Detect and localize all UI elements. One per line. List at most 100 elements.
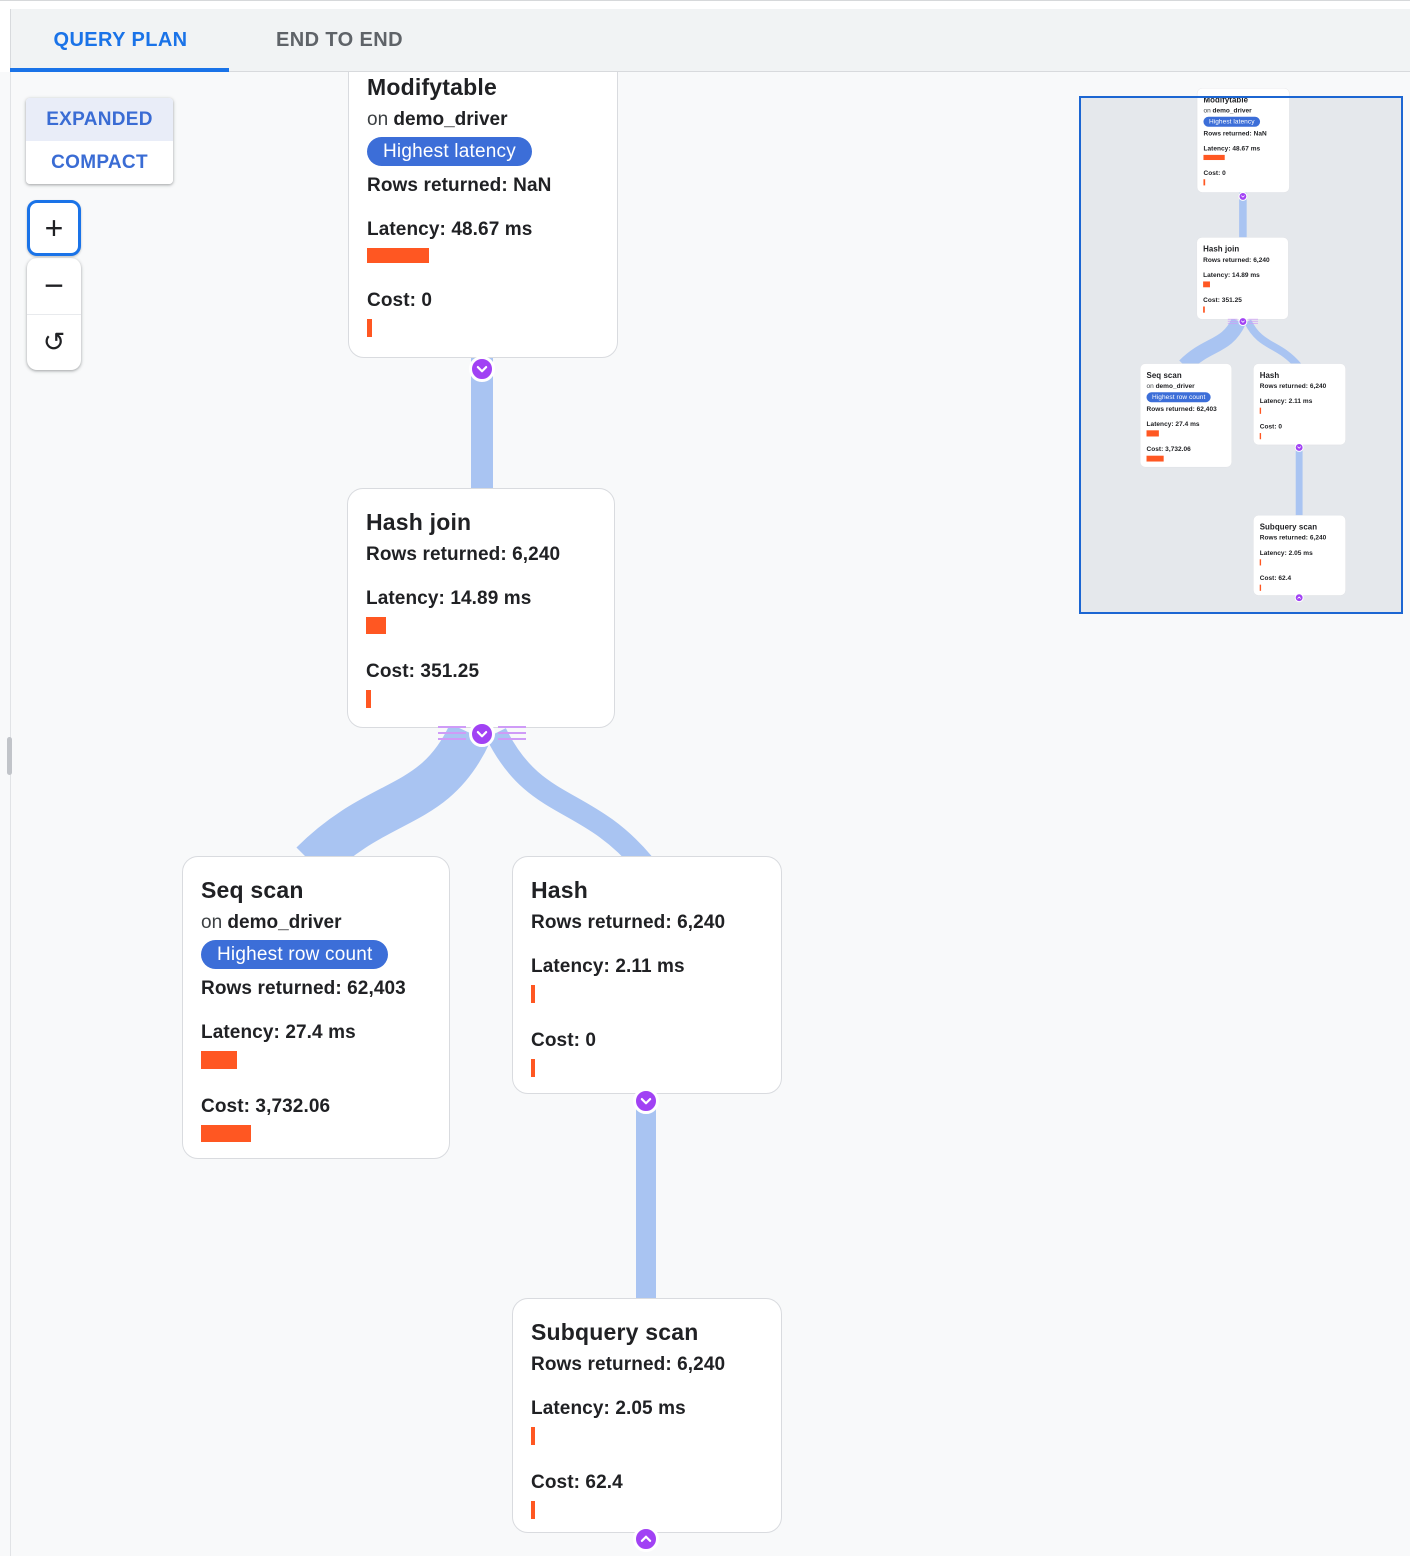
tab-query-plan[interactable]: QUERY PLAN: [53, 28, 188, 51]
latency-label: Latency: 27.4 ms: [201, 1022, 356, 1043]
mini-node-title: Hash join: [1203, 244, 1240, 254]
query-plan-diagram: Modifytable on demo_driver Highest laten…: [182, 72, 782, 1553]
mini-collapse-toggle-hash: [1294, 443, 1304, 452]
latency-bar: [201, 1051, 237, 1069]
reset-icon: ↺: [42, 327, 66, 358]
mini-node-table-line: on demo_driver: [1203, 107, 1283, 115]
mini-connector-lines-left: [1227, 318, 1238, 325]
mini-highest-row-count-badge: Highest row count: [1146, 392, 1211, 403]
collapse-toggle-hash-join[interactable]: [469, 721, 495, 747]
zoom-out-button[interactable]: −: [27, 258, 81, 315]
zoom-in-button[interactable]: +: [27, 200, 81, 256]
mini-latency-label: Latency: 2.11 ms: [1259, 397, 1313, 405]
plan-node-subquery-scan[interactable]: Subquery scan Rows returned: 6,240 Laten…: [512, 1298, 782, 1533]
plan-node-hash[interactable]: Hash Rows returned: 6,240 Latency: 2.11 …: [512, 856, 782, 1094]
on-prefix: on: [367, 109, 389, 130]
latency-label: Latency: 48.67 ms: [367, 219, 533, 240]
highest-row-count-badge: Highest row count: [201, 940, 389, 969]
mini-on-prefix: on: [1203, 107, 1211, 115]
cost-bar: [366, 690, 371, 708]
collapse-toggle-modifytable[interactable]: [469, 356, 495, 382]
rows-returned: Rows returned: 6,240: [531, 912, 726, 933]
plan-node-modifytable[interactable]: Modifytable on demo_driver Highest laten…: [348, 72, 618, 358]
view-mode-toggle: EXPANDED COMPACT: [26, 98, 173, 184]
active-tab-underline: [10, 68, 229, 72]
plan-edges: [296, 355, 656, 1303]
mini-plan-node-subquery-scan: Subquery scan Rows returned: 6,240 Laten…: [1253, 515, 1346, 596]
mini-cost-label: Cost: 62.4: [1259, 574, 1292, 582]
panel-left-border: [10, 72, 11, 1556]
mini-cost-bar: [1259, 433, 1262, 440]
collapse-toggle-hash[interactable]: [633, 1088, 659, 1114]
minimap-diagram: Modifytable on demo_driver Highest laten…: [1140, 88, 1346, 603]
expanded-button[interactable]: EXPANDED: [26, 98, 173, 141]
node-table-line: on demo_driver: [201, 911, 431, 935]
plan-node-hash-join[interactable]: Hash join Rows returned: 6,240 Latency: …: [347, 488, 615, 728]
mini-connector-lines-right: [1248, 318, 1258, 325]
latency-label: Latency: 14.89 ms: [366, 588, 532, 609]
latency-label: Latency: 2.11 ms: [531, 956, 685, 977]
mini-plan-edges: [1179, 191, 1303, 517]
reset-view-button[interactable]: ↺: [27, 315, 81, 370]
mini-node-title: Modifytable: [1203, 95, 1249, 105]
chevron-down-icon: [476, 731, 488, 738]
mini-cost-label: Cost: 0: [1259, 423, 1283, 431]
scrollbar-thumb[interactable]: [7, 737, 12, 775]
cost-label: Cost: 351.25: [366, 661, 480, 682]
mini-cost-bar: [1203, 306, 1205, 313]
connector-lines-right: [498, 726, 526, 744]
mini-collapse-toggle-modifytable: [1238, 191, 1248, 201]
mini-cost-label: Cost: 0: [1203, 169, 1226, 177]
latency-bar: [531, 985, 535, 1003]
mini-plan-node-seq-scan: Seq scan on demo_driver Highest row coun…: [1140, 363, 1232, 468]
mini-latency-label: Latency: 48.67 ms: [1203, 144, 1261, 153]
mini-node-table-line: on demo_driver: [1147, 382, 1226, 390]
mini-rows-returned: Rows returned: 6,240: [1203, 256, 1270, 264]
mini-edge-hashjoin-hash: [1244, 319, 1302, 369]
table-name: demo_driver: [393, 109, 508, 130]
node-title: Hash: [531, 877, 589, 903]
rows-returned: Rows returned: 62,403: [201, 978, 406, 999]
mini-collapse-toggle-hash-join: [1238, 317, 1248, 327]
mini-plan-node-hash: Hash Rows returned: 6,240 Latency: 2.11 …: [1253, 363, 1346, 446]
mini-latency-bar: [1203, 281, 1210, 288]
latency-bar: [531, 1427, 535, 1445]
collapse-toggle-subquery-scan[interactable]: [633, 1526, 659, 1552]
diagram-canvas: EXPANDED COMPACT + − ↺: [0, 72, 1410, 1556]
mini-chevron-down-icon: [1297, 446, 1301, 449]
mini-rows-returned: Rows returned: 6,240: [1259, 534, 1327, 542]
edge-hashjoin-hash: [486, 728, 652, 871]
cost-label: Cost: 0: [367, 290, 433, 311]
mini-latency-label: Latency: 27.4 ms: [1146, 420, 1200, 428]
plan-node-seq-scan[interactable]: Seq scan on demo_driver Highest row coun…: [182, 856, 450, 1159]
mini-edge-hashjoin-seqscan: [1179, 317, 1246, 372]
mini-on-prefix: on: [1146, 382, 1154, 390]
node-title: Seq scan: [201, 877, 304, 903]
top-strip: [0, 1, 1410, 9]
mini-highest-latency-badge: Highest latency: [1203, 116, 1261, 127]
rows-returned: Rows returned: 6,240: [366, 544, 561, 565]
tab-bar: QUERY PLAN END TO END: [10, 9, 1410, 72]
cost-bar: [531, 1059, 535, 1077]
mini-cost-bar: [1146, 455, 1164, 462]
mini-cost-label: Cost: 3,732.06: [1146, 445, 1191, 453]
compact-button[interactable]: COMPACT: [26, 141, 173, 184]
mini-latency-label: Latency: 14.89 ms: [1203, 271, 1260, 279]
mini-rows-returned: Rows returned: NaN: [1203, 129, 1267, 138]
mini-rows-returned: Rows returned: 6,240: [1259, 382, 1327, 390]
mini-chevron-down-icon: [1241, 320, 1245, 323]
mini-table-name: demo_driver: [1155, 382, 1195, 390]
mini-cost-bar: [1259, 584, 1262, 591]
minus-icon: −: [44, 266, 64, 305]
mini-plan-node-modifytable: Modifytable on demo_driver Highest laten…: [1196, 88, 1290, 193]
mini-latency-bar: [1203, 154, 1225, 161]
node-title: Hash join: [366, 509, 472, 535]
cost-bar: [367, 319, 372, 337]
chevron-down-icon: [640, 1098, 652, 1105]
mini-node-title: Seq scan: [1146, 370, 1182, 380]
mini-latency-bar: [1146, 430, 1159, 437]
cost-label: Cost: 3,732.06: [201, 1096, 331, 1117]
tab-end-to-end[interactable]: END TO END: [276, 28, 403, 51]
cost-label: Cost: 0: [531, 1030, 597, 1051]
